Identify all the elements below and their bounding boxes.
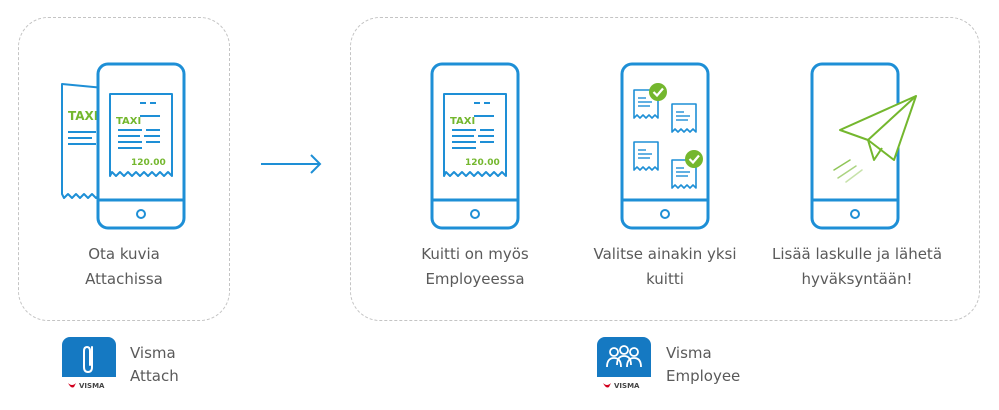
employee-group-box: [350, 17, 980, 321]
step1-caption: Ota kuvia Attachissa: [44, 242, 204, 292]
attach-phone-illustration: TAXI TAXI 120.00: [61, 62, 186, 230]
visma-logo-icon: VISMA: [603, 382, 640, 390]
step3-caption: Valitse ainakin yksi kuitti: [575, 242, 755, 292]
receipt-back-label: TAXI: [68, 109, 98, 123]
step4-caption-line1: Lisää laskulle ja lähetä: [771, 245, 943, 263]
paper-plane-icon: [833, 95, 917, 183]
visma-attach-app-icon: VISMA: [62, 337, 116, 393]
step2-caption-line2: Employeessa: [425, 270, 525, 288]
visma-employee-name: Visma Employee: [666, 342, 740, 388]
visma-employee-app-icon: VISMA: [597, 337, 651, 393]
visma-attach-name: Visma Attach: [130, 342, 179, 388]
receipt-label: TAXI: [116, 116, 141, 127]
step2-caption: Kuitti on myös Employeessa: [395, 242, 555, 292]
step4-caption: Lisää laskulle ja lähetä hyväksyntään!: [752, 242, 962, 292]
step2-caption-line1: Kuitti on myös: [421, 245, 529, 263]
receipt-label: TAXI: [450, 116, 475, 127]
receipt-amount: 120.00: [131, 158, 166, 168]
visma-attach-name-line2: Attach: [130, 367, 179, 385]
send-phone-illustration: [810, 62, 917, 230]
step1-caption-line2: Attachissa: [85, 270, 163, 288]
people-icon: [606, 345, 642, 368]
select-receipts-phone-illustration: [620, 62, 710, 230]
step1-caption-line1: Ota kuvia: [88, 245, 160, 263]
visma-attach-name-line1: Visma: [130, 344, 176, 362]
visma-employee-name-line2: Employee: [666, 367, 741, 385]
arrow-right-icon: [261, 154, 322, 174]
step3-caption-line2: kuitti: [646, 270, 684, 288]
receipt-on-screen-icon: TAXI 120.00: [443, 93, 507, 177]
step4-caption-line2: hyväksyntään!: [801, 270, 913, 288]
attach-group-box: [18, 17, 230, 321]
checkmark-icon: [649, 83, 667, 101]
step3-caption-line1: Valitse ainakin yksi: [593, 245, 737, 263]
paperclip-icon: [83, 345, 93, 374]
visma-employee-brand: VISMA: [614, 382, 640, 390]
visma-employee-name-line1: Visma: [666, 344, 712, 362]
receipt-amount: 120.00: [465, 158, 500, 168]
employee-receipt-phone-illustration: TAXI 120.00: [430, 62, 520, 230]
checkmark-icon: [685, 150, 703, 168]
receipt-on-screen-icon: TAXI 120.00: [109, 93, 173, 177]
small-receipt-icon: [633, 141, 659, 171]
visma-logo-icon: VISMA: [68, 382, 105, 390]
small-receipt-icon: [671, 103, 697, 133]
visma-attach-brand: VISMA: [79, 382, 105, 390]
